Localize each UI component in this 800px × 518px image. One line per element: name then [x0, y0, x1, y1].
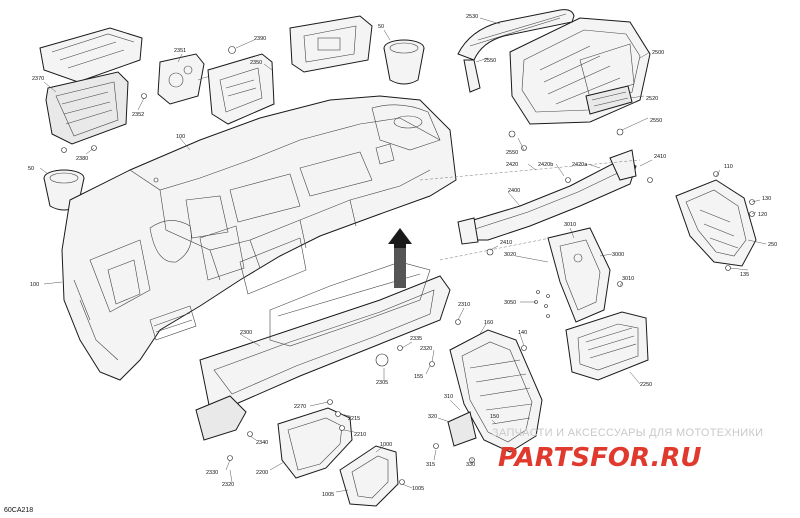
- label-2500: 2500: [652, 50, 664, 56]
- label-2410-top: 2410: [654, 154, 666, 160]
- harness-2530: [457, 9, 575, 93]
- bracket-2351: [157, 53, 233, 105]
- storage-box: [45, 71, 129, 145]
- label-150: 150: [490, 414, 499, 420]
- leader-lines: [39, 17, 767, 493]
- label-155: 155: [414, 374, 423, 380]
- fasteners: [61, 46, 755, 485]
- label-2550-c: 2550: [506, 150, 518, 156]
- bracket-3000: [547, 227, 611, 323]
- upper-console-2500: [509, 17, 651, 125]
- vent-2250: [565, 311, 649, 381]
- watermark-logo: PARTSFOR.RU: [498, 443, 701, 473]
- label-320: 320: [428, 414, 437, 420]
- panel-1000: [339, 445, 399, 507]
- label-3050: 3050: [504, 300, 516, 306]
- figure-id: 60CA218: [4, 507, 33, 514]
- label-3000: 3000: [612, 252, 624, 258]
- gauge-cluster: [289, 15, 373, 73]
- crossbar-2400: [457, 149, 637, 245]
- label-100-top: 100: [176, 134, 185, 140]
- label-2520: 2520: [646, 96, 658, 102]
- cup-holder-top: [383, 39, 425, 85]
- label-140: 140: [518, 330, 527, 336]
- label-2320-mid: 2320: [420, 346, 432, 352]
- label-160: 160: [484, 320, 493, 326]
- label-2335: 2335: [410, 336, 422, 342]
- trim-panel-2520: [585, 85, 633, 115]
- label-3020: 3020: [504, 252, 516, 258]
- label-2550-b: 2550: [650, 118, 662, 124]
- part-labels: 2370 2380 2352 2351 2390 2350 50 50 100 …: [28, 14, 777, 498]
- label-2380: 2380: [76, 156, 88, 162]
- label-1000: 1000: [380, 442, 392, 448]
- label-120: 120: [758, 212, 767, 218]
- dashboard-main: [61, 95, 457, 381]
- label-2305: 2305: [376, 380, 388, 386]
- center-bracket-150: [447, 329, 543, 453]
- label-3010-top: 3010: [564, 222, 576, 228]
- cover-2200: [277, 407, 353, 479]
- label-2250: 2250: [640, 382, 652, 388]
- label-135: 135: [740, 272, 749, 278]
- label-2410-bottom: 2410: [500, 240, 512, 246]
- label-2300: 2300: [240, 330, 252, 336]
- label-330: 330: [466, 462, 475, 468]
- label-2530: 2530: [466, 14, 478, 20]
- label-250: 250: [768, 242, 777, 248]
- label-2330: 2330: [206, 470, 218, 476]
- side-bracket-250: [675, 179, 757, 267]
- label-50-top: 50: [378, 24, 384, 30]
- label-2390: 2390: [254, 36, 266, 42]
- watermark-caption: ЗАПЧАСТИ И АКСЕССУАРЫ ДЛЯ МОТОТЕХНИКИ: [492, 427, 763, 439]
- label-310: 310: [444, 394, 453, 400]
- label-315: 315: [426, 462, 435, 468]
- label-2310: 2310: [458, 302, 470, 308]
- label-2420a: 2420a: [572, 162, 588, 168]
- display-housing-2350: [207, 53, 275, 125]
- label-2320-bottom: 2320: [222, 482, 234, 488]
- label-3010-right: 3010: [622, 276, 634, 282]
- label-2400: 2400: [508, 188, 520, 194]
- storage-box-lid: [39, 27, 143, 83]
- label-2550-a: 2550: [484, 58, 496, 64]
- label-100-left: 100: [30, 282, 39, 288]
- label-2352: 2352: [132, 112, 144, 118]
- label-2350: 2350: [250, 60, 262, 66]
- label-110: 110: [724, 164, 733, 170]
- label-1005-right: 1005: [412, 486, 424, 492]
- up-arrow: [388, 228, 412, 288]
- label-2215: 2215: [348, 416, 360, 422]
- watermark: ЗАПЧАСТИ И АКСЕССУАРЫ ДЛЯ МОТОТЕХНИКИ PA…: [492, 427, 763, 473]
- label-1005-left: 1005: [322, 492, 334, 498]
- label-2420b: 2420b: [538, 162, 553, 168]
- label-2420: 2420: [506, 162, 518, 168]
- label-2340: 2340: [256, 440, 268, 446]
- label-2370: 2370: [32, 76, 44, 82]
- label-50-left: 50: [28, 166, 34, 172]
- trim-2340: [195, 395, 247, 441]
- label-2351: 2351: [174, 48, 186, 54]
- label-2210: 2210: [354, 432, 366, 438]
- label-130: 130: [762, 196, 771, 202]
- label-2200: 2200: [256, 470, 268, 476]
- label-2270: 2270: [294, 404, 306, 410]
